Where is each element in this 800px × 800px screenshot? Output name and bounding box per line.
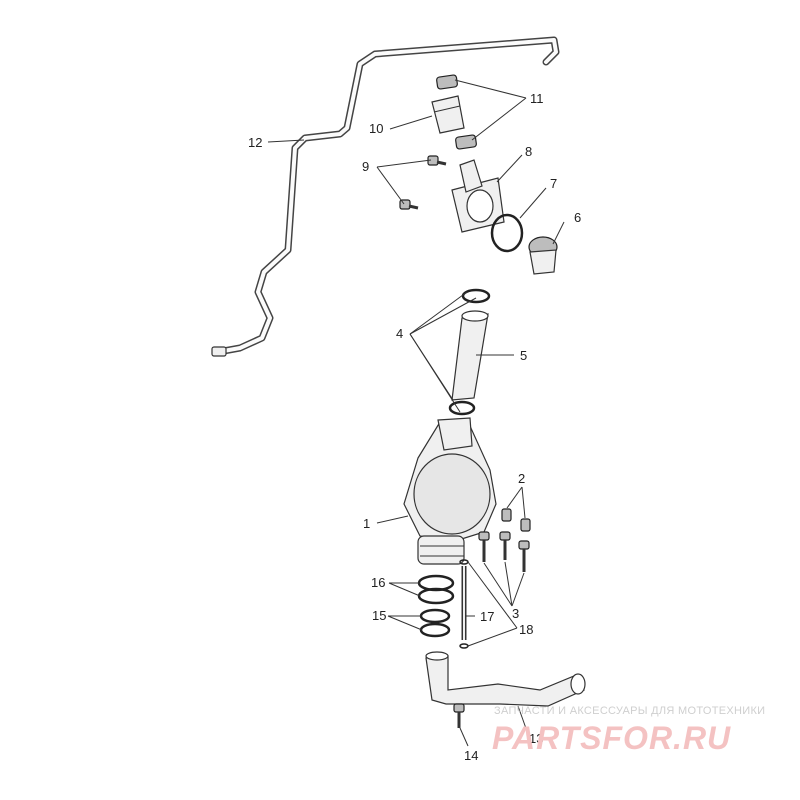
screw-part-14 xyxy=(453,703,465,728)
callout-18: 18 xyxy=(519,622,533,637)
o-ring-part-15 xyxy=(419,608,451,638)
o-ring-part-4 xyxy=(448,288,491,416)
callout-8: 8 xyxy=(525,144,532,159)
callout-9: 9 xyxy=(362,159,369,174)
callout-7: 7 xyxy=(550,176,557,191)
callout-2: 2 xyxy=(518,471,525,486)
bolt-part-9 xyxy=(399,155,447,210)
watermark-brand: PARTSFOR.RU xyxy=(492,720,732,756)
callout-12: 12 xyxy=(248,135,262,150)
callout-5: 5 xyxy=(520,348,527,363)
gasket-part-7 xyxy=(490,213,524,253)
sleeve-part-10 xyxy=(431,95,465,134)
outlet-pipe-part-13 xyxy=(425,651,586,707)
hose-part-12 xyxy=(211,36,560,357)
callout-10: 10 xyxy=(369,121,383,136)
pipe-part-11 xyxy=(436,74,477,150)
pump-housing-part-1 xyxy=(403,417,497,565)
pin-part-2 xyxy=(501,508,531,532)
thermostat-cover-part-8 xyxy=(451,159,505,233)
callout-3: 3 xyxy=(512,606,519,621)
callout-16: 16 xyxy=(371,575,385,590)
thermostat-part-6 xyxy=(528,236,558,275)
screw-part-3 xyxy=(478,531,530,572)
watermark-tagline: ЗАПЧАСТИ И АКСЕССУАРЫ ДЛЯ МОТОТЕХНИКИ xyxy=(494,705,766,717)
tube-part-5 xyxy=(451,310,489,401)
leader-lines xyxy=(267,79,565,747)
callout-6: 6 xyxy=(574,210,581,225)
callout-11: 11 xyxy=(530,91,544,106)
callout-17: 17 xyxy=(480,609,494,624)
o-ring-part-16 xyxy=(417,574,455,605)
callout-4: 4 xyxy=(396,326,403,341)
callout-1: 1 xyxy=(363,516,370,531)
callout-13: 13 xyxy=(529,731,543,746)
callout-14: 14 xyxy=(464,748,478,763)
callout-15: 15 xyxy=(372,608,386,623)
